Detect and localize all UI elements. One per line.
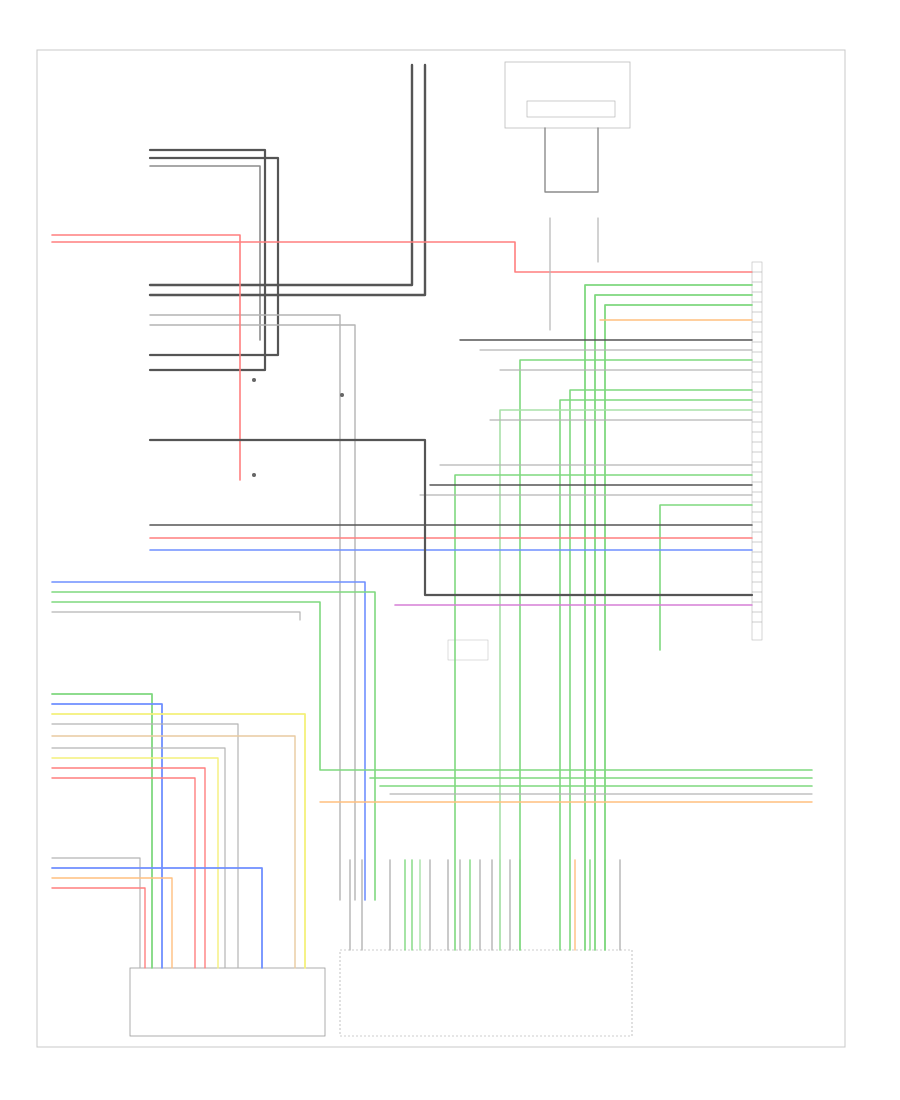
- wire-lt-green-r8: [499, 409, 753, 951]
- wire-yellow-bl-3: [51, 713, 306, 969]
- bottom-left-connector: [129, 967, 326, 1037]
- wire-black-top-1: [148, 148, 267, 372]
- ground-marker-2: [340, 393, 344, 397]
- wire-gray-bl-4: [51, 723, 239, 969]
- wire-black-vert-2: [148, 63, 427, 297]
- wire-blue-bl-11: [51, 867, 263, 969]
- wire-black-r18: [148, 438, 754, 597]
- wire-dark-top-3: [149, 165, 261, 341]
- wire-green-r4: [519, 359, 753, 951]
- wire-green-r3: [604, 304, 753, 951]
- ground-marker-1: [252, 378, 256, 382]
- wire-green-r2: [594, 294, 753, 951]
- wire-green-bl-1: [51, 693, 153, 969]
- center-splice-box: [447, 639, 489, 661]
- wire-green-r6: [569, 389, 753, 951]
- wire-green-r1: [584, 284, 753, 951]
- wire-black-top-2: [148, 156, 280, 357]
- wire-tan-bl-5: [51, 735, 296, 969]
- wire-green-r14: [659, 504, 753, 651]
- wire-gray-bl-6: [51, 747, 226, 969]
- wire-green-left-1: [51, 591, 376, 901]
- wire-gray-2: [149, 324, 356, 901]
- wire-gray-tr-1: [544, 127, 599, 193]
- wire-red-bl-9: [51, 777, 196, 969]
- bottom-right-connector: [339, 949, 633, 1037]
- ground-marker-3: [252, 473, 256, 477]
- wire-green-left-2: [51, 601, 813, 771]
- wire-red-bl-13: [51, 887, 146, 969]
- top-right-connector: [526, 100, 616, 118]
- wire-green-r7: [559, 399, 753, 951]
- diagram-frame: [36, 49, 846, 1048]
- right-connector-block: [751, 261, 763, 641]
- wire-green-r11: [454, 474, 753, 951]
- wire-red-bl-8: [51, 767, 206, 969]
- wire-black-vert: [148, 63, 414, 287]
- wire-blue-left: [51, 581, 366, 901]
- wire-red-long: [51, 241, 753, 273]
- wire-blue-bl-2: [51, 703, 163, 969]
- wire-gray-bl-10: [51, 857, 141, 969]
- top-right-module: [504, 61, 631, 129]
- wire-gray-1: [149, 314, 341, 901]
- wire-gray-left-3: [51, 611, 301, 621]
- wire-yellow-bl-7: [51, 757, 219, 969]
- wire-red-top: [51, 234, 241, 481]
- wire-orange-bl-12: [51, 877, 173, 969]
